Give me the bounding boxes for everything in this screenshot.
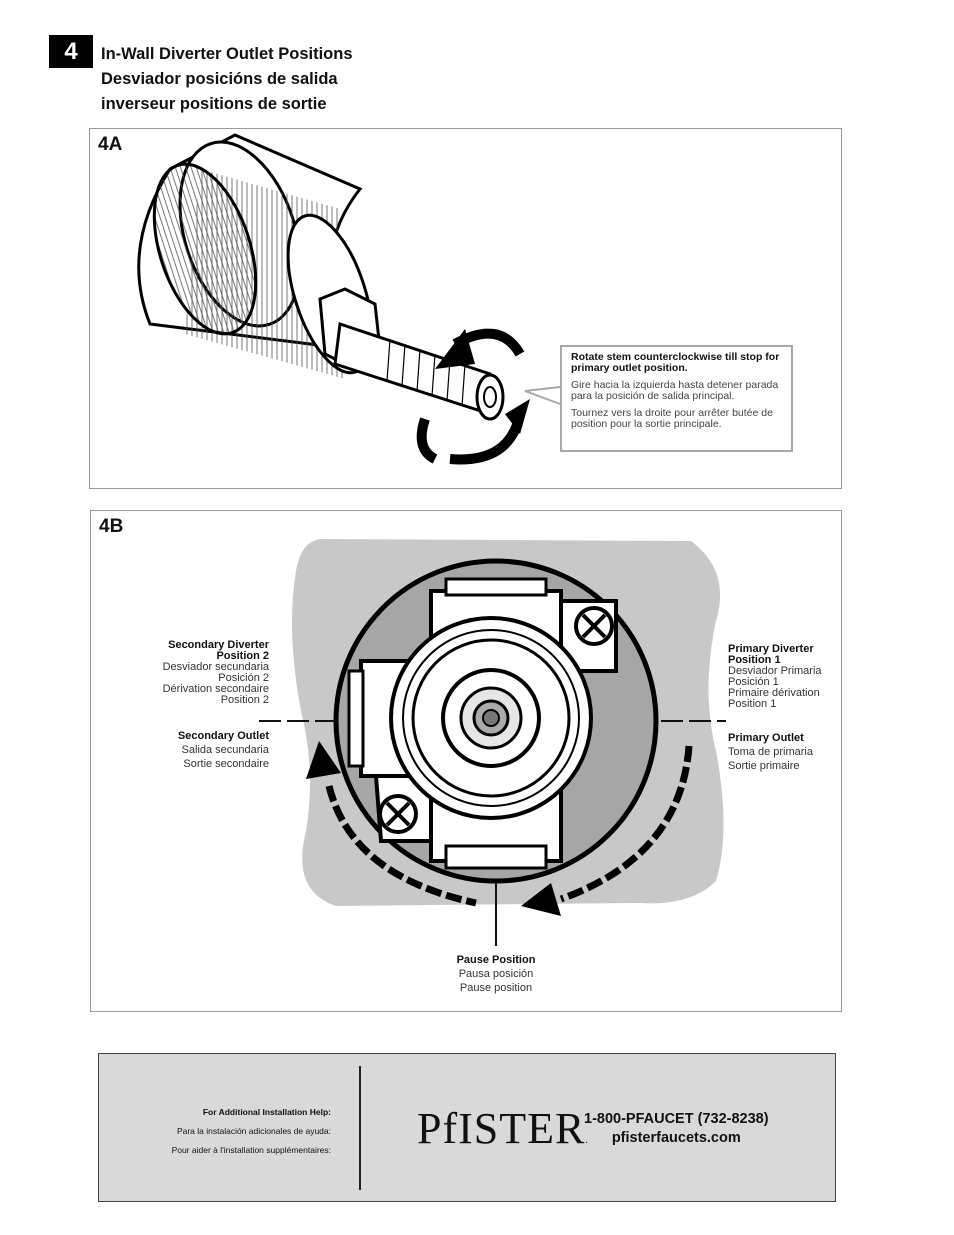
pfister-logo: PfISTER.	[417, 1104, 589, 1153]
pause-position-label: Pause Position Pausa posición Pause posi…	[456, 954, 536, 994]
secondary-outlet-label: Secondary Outlet Salida secundaria Sorti…	[177, 730, 269, 770]
help-text-fr: Pour aider à l'installation supplémentai…	[171, 1145, 331, 1155]
help-divider	[359, 1066, 361, 1190]
valve-stem-illustration	[137, 133, 561, 465]
step-title-en: In-Wall Diverter Outlet Positions	[101, 45, 353, 63]
callout-es: Gire hacia la izquierda hasta detener pa…	[571, 379, 779, 402]
secondary-diverter-label: Secondary Diverter Position 2 Desviador …	[162, 639, 269, 706]
arrow-down-left-icon	[521, 883, 561, 916]
help-text: For Additional Installation Help: Para l…	[172, 1103, 331, 1160]
panel-4a: 4A	[89, 128, 842, 489]
help-contact-box: For Additional Installation Help: Para l…	[98, 1053, 836, 1202]
panel-4a-label: 4A	[98, 134, 123, 155]
step-title: In-Wall Diverter Outlet Positions Desvia…	[101, 42, 353, 117]
step-title-fr: inverseur positions de sortie	[101, 95, 327, 113]
rotation-callout: Rotate stem counterclockwise till stop f…	[560, 345, 793, 452]
step-title-es: Desviador posicións de salida	[101, 70, 338, 88]
screw-icon	[574, 606, 614, 646]
valve-body	[137, 133, 561, 465]
help-text-es: Para la instalación adicionales de ayuda…	[176, 1126, 331, 1136]
phone-number[interactable]: 1-800-PFAUCET (732-8238)	[584, 1111, 769, 1127]
step-number-badge: 4	[49, 35, 93, 68]
screw-icon	[378, 794, 418, 834]
panel-4b-label: 4B	[99, 516, 124, 537]
help-text-en: For Additional Installation Help:	[202, 1107, 331, 1117]
callout-en: Rotate stem counterclockwise till stop f…	[571, 351, 780, 374]
arrow-up-left-icon	[306, 741, 341, 779]
callout-fr: Tournez vers la droite pour arrêter buté…	[571, 407, 773, 430]
diverter-positions-diagram	[259, 539, 726, 946]
primary-diverter-label: Primary Diverter Position 1 Desviador Pr…	[728, 643, 822, 710]
contact-info: 1-800-PFAUCET (732-8238) pfisterfaucets.…	[584, 1110, 769, 1148]
panel-4b: 4B	[90, 510, 842, 1012]
website-link[interactable]: pfisterfaucets.com	[611, 1130, 741, 1146]
primary-outlet-label: Primary Outlet Toma de primaria Sortie p…	[728, 732, 813, 772]
